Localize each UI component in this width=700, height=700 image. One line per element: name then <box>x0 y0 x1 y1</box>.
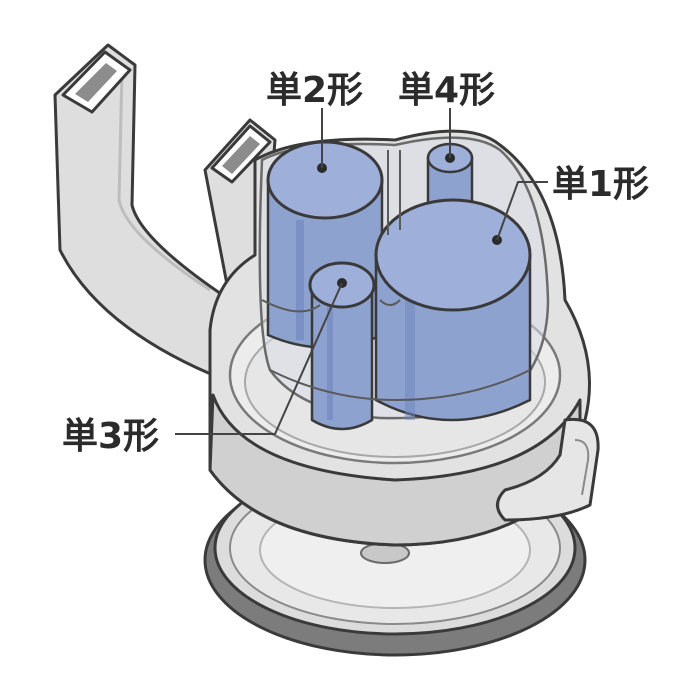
left-handle <box>53 43 232 382</box>
battery-c-size <box>374 198 532 422</box>
chamber-dividers <box>261 150 531 402</box>
label-size-aa: 単3形 <box>62 416 159 457</box>
label-size-d: 単2形 <box>266 70 363 111</box>
battery-aa-size <box>308 261 376 431</box>
leader-lines <box>175 108 548 435</box>
label-size-c: 単1形 <box>552 164 649 205</box>
label-size-aaa: 単4形 <box>398 70 495 111</box>
